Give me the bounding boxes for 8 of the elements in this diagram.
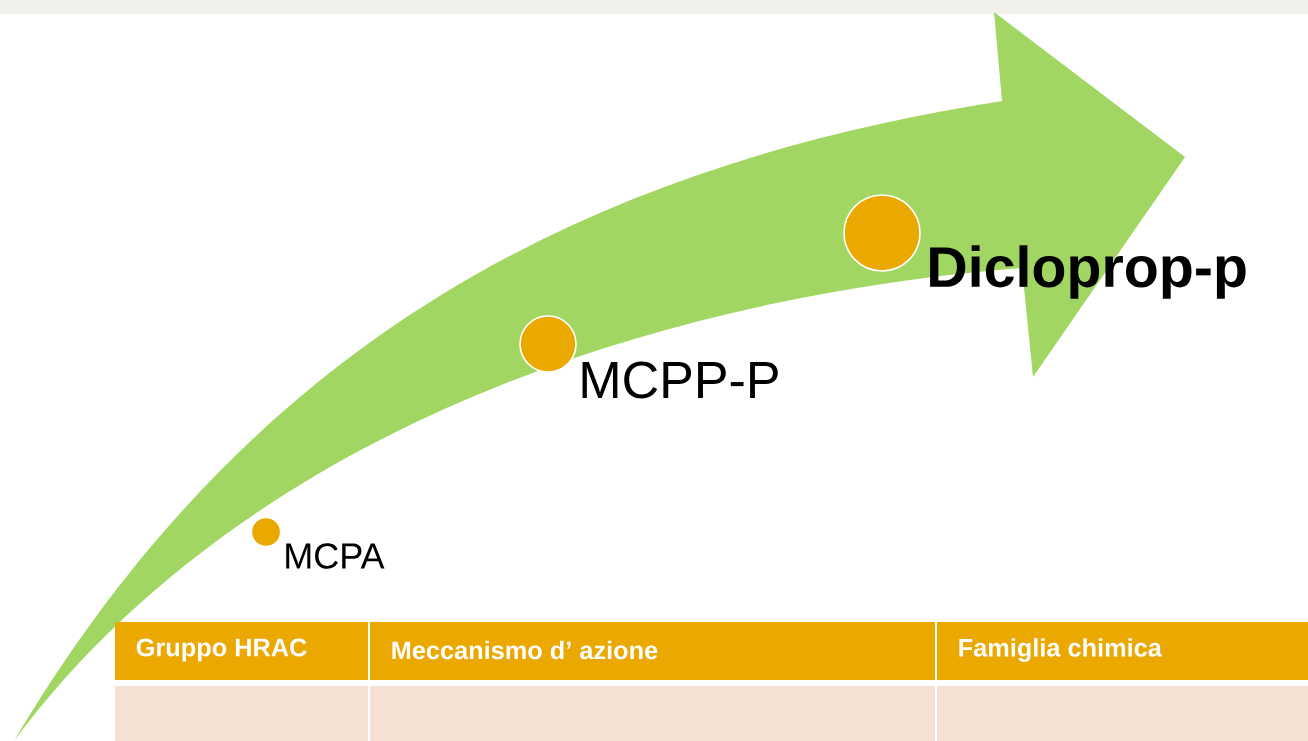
table-header-cell: Meccanismo d’ azione [370, 622, 935, 680]
circle-marker [519, 315, 577, 373]
circle-marker [843, 194, 921, 272]
table-header-cell: Gruppo HRAC [115, 622, 368, 680]
circle-marker [250, 516, 282, 548]
substance-label: MCPA [286, 543, 385, 569]
table-header-cell: Famiglia chimica [937, 622, 1308, 680]
substance-label: MCPP-P [582, 361, 778, 399]
